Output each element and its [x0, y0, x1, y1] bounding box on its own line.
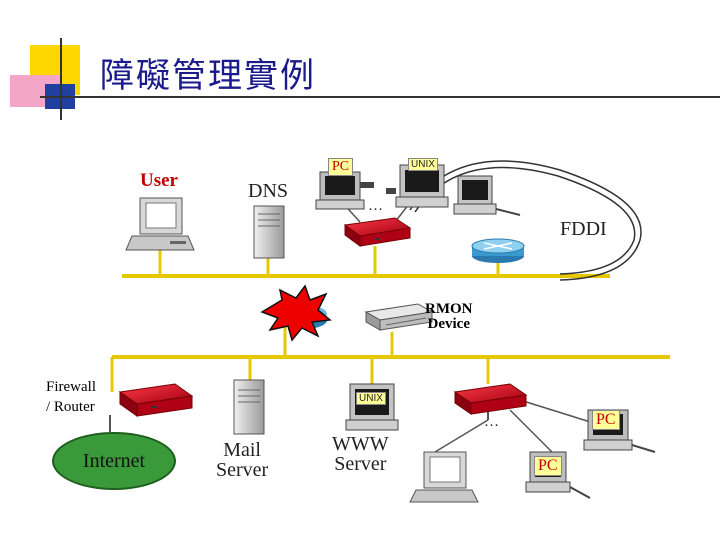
firewall-router-label: Firewall / Router: [46, 377, 96, 418]
fault-burst-icon: [260, 284, 332, 342]
www-line2: Server: [334, 453, 387, 475]
ellipsis-bottom: …: [484, 414, 499, 430]
firewall-line2: / Router: [46, 399, 95, 416]
bottom-left-pc-icon: [409, 451, 479, 503]
right-top-workstation-icon: [453, 175, 521, 216]
fddi-ring: [409, 160, 642, 281]
mail-server-label: Mail Server: [216, 440, 268, 480]
mail-line1: Mail: [223, 439, 261, 461]
rmon-line2: Device: [427, 316, 470, 332]
internet-cloud: Internet: [52, 432, 176, 490]
decor-vertical-line: [60, 38, 62, 120]
ellipsis-top: …: [368, 198, 383, 214]
www-line1: WWW: [332, 433, 389, 455]
fddi-label: FDDI: [560, 218, 607, 240]
user-label: User: [140, 170, 178, 191]
mail-line2: Server: [216, 459, 269, 481]
pc-top-label: PC: [328, 158, 354, 176]
page-title: 障礙管理實例: [100, 56, 316, 96]
top-router-icon: [343, 217, 412, 247]
unix-top-label: UNIX: [408, 158, 438, 171]
www-server-icon: [345, 383, 399, 431]
www-server-label: WWW Server: [332, 434, 389, 474]
bottom-router-icon: [453, 383, 528, 415]
pc-right-label: PC: [592, 410, 620, 430]
mail-server-icon: [233, 379, 265, 435]
firewall-line1: Firewall: [46, 379, 96, 395]
dns-server-icon: [253, 205, 285, 259]
rmon-line1: RMON: [425, 301, 473, 317]
user-pc-icon: [125, 197, 195, 251]
rmon-device-icon: [364, 303, 434, 331]
unix-bottom-label: UNIX: [356, 392, 386, 405]
top-unix-workstation-icon: [386, 164, 449, 208]
pc-bottom-label: PC: [534, 456, 562, 476]
dns-label: DNS: [248, 180, 289, 202]
top-pc-icon: [315, 171, 374, 210]
fddi-concentrator-icon: [471, 238, 525, 263]
decor-horizontal-line: [40, 96, 720, 98]
firewall-router-icon: [118, 383, 194, 417]
rmon-device-label: RMON Device: [425, 302, 473, 332]
